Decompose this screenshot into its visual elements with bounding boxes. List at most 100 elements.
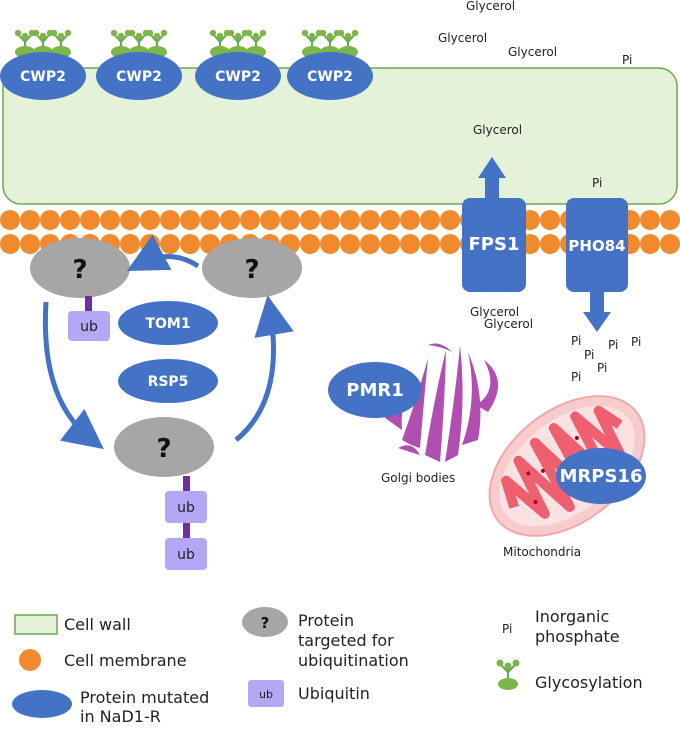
glycerol-label-cytoplasm-2: Glycerol bbox=[484, 317, 533, 331]
glycerol-label-outside-1: Glycerol bbox=[466, 0, 515, 13]
rsp5-label: RSP5 bbox=[148, 374, 189, 390]
membrane-lipid bbox=[120, 234, 140, 254]
legend-ub-swatch bbox=[248, 680, 284, 707]
membrane-lipid bbox=[160, 234, 180, 254]
legend-membrane-swatch bbox=[19, 649, 41, 671]
membrane-lipid bbox=[260, 210, 280, 230]
legend-protein-label-1: Protein mutated bbox=[80, 688, 209, 707]
tom1-label: TOM1 bbox=[145, 316, 190, 332]
membrane-lipid bbox=[0, 210, 20, 230]
pi-cluster-2: Pi bbox=[608, 338, 618, 352]
membrane-lipid bbox=[320, 234, 340, 254]
legend-targeted-label-3: ubiquitination bbox=[298, 651, 409, 670]
legend-targeted-label-2: targeted for bbox=[298, 631, 394, 650]
legend-membrane-label: Cell membrane bbox=[64, 651, 187, 670]
question-protein-bottom bbox=[114, 417, 214, 477]
membrane-lipid bbox=[380, 210, 400, 230]
legend-glycosylation-icon bbox=[496, 659, 520, 690]
membrane-lipid bbox=[440, 210, 460, 230]
legend-protein-swatch bbox=[12, 690, 72, 718]
legend-pi-symbol: Pi bbox=[502, 622, 512, 636]
tom1-protein bbox=[118, 301, 218, 345]
ub-label-top-left: ub bbox=[80, 319, 98, 335]
membrane-lipid bbox=[0, 234, 20, 254]
rsp5-protein bbox=[118, 359, 218, 403]
membrane-lipid bbox=[420, 210, 440, 230]
pi-cluster-3: Pi bbox=[631, 335, 641, 349]
membrane-lipid bbox=[180, 210, 200, 230]
fps1-up-arrow bbox=[478, 157, 506, 198]
legend-cell-wall-swatch bbox=[14, 614, 58, 635]
membrane-lipid bbox=[60, 210, 80, 230]
membrane-lipid bbox=[300, 210, 320, 230]
legend-inorganic-label-2: phosphate bbox=[535, 627, 620, 646]
membrane-lipid bbox=[660, 234, 680, 254]
membrane-lipid bbox=[400, 234, 420, 254]
membrane-lipid bbox=[20, 234, 40, 254]
mitochondria-label: Mitochondria bbox=[503, 545, 581, 559]
membrane-lipid bbox=[140, 234, 160, 254]
legend-protein-label-2: in NaD1-R bbox=[80, 707, 161, 726]
mrps16-protein bbox=[556, 448, 646, 504]
cycle-arrow-top bbox=[126, 234, 200, 272]
glycerol-label-inside-wall: Glycerol bbox=[473, 123, 522, 137]
membrane-lipid bbox=[420, 234, 440, 254]
legend-ubiquitin-label: Ubiquitin bbox=[298, 684, 370, 703]
cwp2-label: CWP2 bbox=[307, 69, 353, 85]
question-protein-top-left bbox=[30, 238, 130, 298]
cwp2-protein bbox=[287, 52, 373, 100]
question-mark-top-right: ? bbox=[244, 255, 259, 285]
ub-linker-bottom-1 bbox=[183, 476, 190, 492]
question-mark-bottom: ? bbox=[156, 434, 171, 464]
glycerol-label-outside-2: Glycerol bbox=[438, 31, 487, 45]
ub-label-bottom-2: ub bbox=[177, 547, 195, 563]
membrane-lipid bbox=[160, 210, 180, 230]
pi-cluster-6: Pi bbox=[571, 370, 581, 384]
pho84-protein bbox=[566, 198, 628, 292]
golgi-label: Golgi bodies bbox=[381, 471, 455, 485]
legend-question-swatch bbox=[242, 607, 288, 637]
membrane-lipid bbox=[40, 210, 60, 230]
membrane-lipid bbox=[360, 234, 380, 254]
membrane-lipid bbox=[100, 210, 120, 230]
membrane-lipid bbox=[320, 210, 340, 230]
ub-linker-bottom-2 bbox=[183, 523, 190, 539]
membrane-lipid bbox=[280, 210, 300, 230]
legend-glycosylation-label: Glycosylation bbox=[535, 673, 643, 692]
legend-ub-symbol: ub bbox=[259, 688, 273, 701]
pi-label-outside: Pi bbox=[622, 53, 632, 67]
membrane-lipid bbox=[180, 234, 200, 254]
cwp2-label: CWP2 bbox=[116, 69, 162, 85]
cycle-arrow-right bbox=[234, 295, 294, 442]
pi-label-inside-wall: Pi bbox=[592, 176, 602, 190]
cwp2-protein bbox=[0, 52, 86, 100]
pho84-label: PHO84 bbox=[568, 237, 625, 255]
ubiquitin-bottom-2 bbox=[165, 538, 207, 570]
cell-membrane bbox=[0, 210, 680, 254]
membrane-lipid bbox=[220, 210, 240, 230]
membrane-lipid bbox=[20, 210, 40, 230]
legend-inorganic-label-1: Inorganic bbox=[535, 607, 609, 626]
glycerol-label-cytoplasm-1: Glycerol bbox=[470, 305, 519, 319]
membrane-lipid bbox=[360, 210, 380, 230]
fps1-label: FPS1 bbox=[469, 234, 520, 255]
ub-label-bottom-1: ub bbox=[177, 500, 195, 516]
membrane-lipid bbox=[340, 234, 360, 254]
membrane-lipid bbox=[640, 210, 660, 230]
membrane-lipid bbox=[400, 210, 420, 230]
legend-cell-wall-label: Cell wall bbox=[64, 615, 131, 634]
legend: Cell wall Cell membrane Protein mutated … bbox=[12, 607, 643, 726]
membrane-lipid bbox=[640, 234, 660, 254]
cycle-arrow-left bbox=[42, 301, 104, 450]
legend-question-mark: ? bbox=[261, 614, 270, 632]
pmr1-protein bbox=[328, 362, 422, 418]
ubiquitin-top-left bbox=[68, 311, 110, 341]
pmr1-label: PMR1 bbox=[346, 380, 404, 401]
fps1-protein bbox=[462, 198, 526, 292]
question-protein-top-right bbox=[202, 238, 302, 298]
pi-cluster-4: Pi bbox=[584, 348, 594, 362]
pi-cluster-1: Pi bbox=[571, 334, 581, 348]
membrane-lipid bbox=[660, 210, 680, 230]
membrane-lipid bbox=[240, 210, 260, 230]
